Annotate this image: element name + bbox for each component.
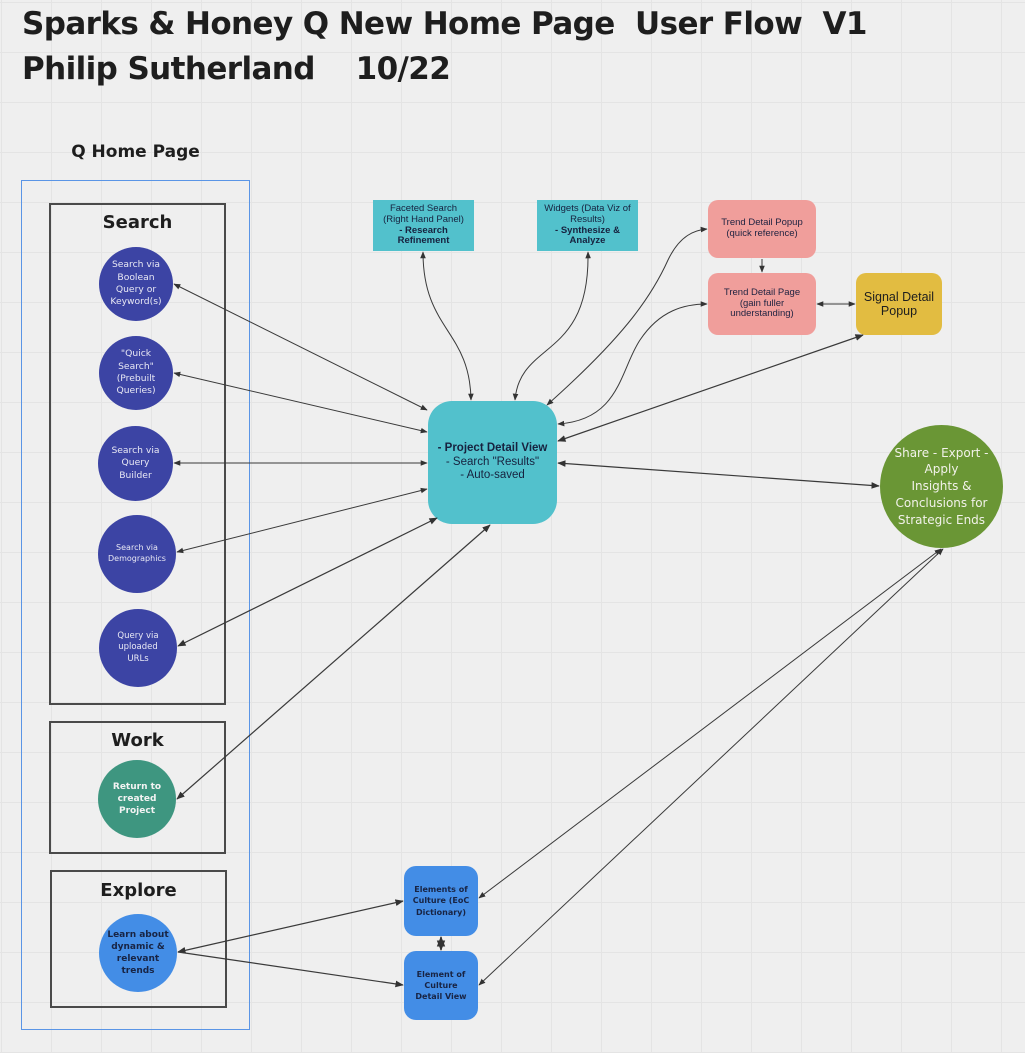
trend-page-line2: (gain fuller bbox=[739, 297, 785, 309]
project-detail-line2: - Search "Results" bbox=[445, 455, 540, 468]
faceted-search-node[interactable]: Faceted Search (Right Hand Panel) - Rese… bbox=[373, 200, 474, 251]
trend-page-line1: Trend Detail Page bbox=[723, 286, 801, 298]
trend-detail-popup-node[interactable]: Trend Detail Popup (quick reference) bbox=[708, 200, 816, 258]
arrow-project-trend-popup bbox=[546, 226, 708, 406]
diagram-title: Sparks & Honey Q New Home Page User Flow… bbox=[22, 6, 867, 42]
home-page-label: Q Home Page bbox=[71, 142, 200, 162]
signal-popup-line2: Popup bbox=[880, 304, 918, 318]
project-detail-bold: - Project Detail View bbox=[437, 441, 548, 454]
uploaded-urls-node[interactable]: Query via uploaded URLs bbox=[99, 609, 177, 687]
eoc-dictionary-node[interactable]: Elements of Culture (EoC Dictionary) bbox=[404, 866, 478, 936]
trend-detail-page-node[interactable]: Trend Detail Page (gain fuller understan… bbox=[708, 273, 816, 335]
search-group bbox=[49, 203, 226, 705]
learn-trends-node[interactable]: Learn about dynamic & relevant trends bbox=[99, 914, 177, 992]
widgets-line2: Results) bbox=[570, 213, 605, 225]
arrow-widgets-project bbox=[512, 251, 591, 401]
faceted-search-bold2: Refinement bbox=[397, 235, 450, 247]
diagram-subtitle: Philip Sutherland 10/22 bbox=[22, 51, 451, 87]
faceted-search-bold1: - Research bbox=[399, 224, 448, 236]
return-to-project-node[interactable]: Return to created Project bbox=[98, 760, 176, 838]
widgets-node[interactable]: Widgets (Data Viz of Results) - Synthesi… bbox=[537, 200, 638, 251]
search-boolean-node[interactable]: Search via Boolean Query or Keyword(s) bbox=[99, 247, 173, 321]
arrow-project-signal bbox=[557, 334, 864, 442]
trend-page-line3: understanding) bbox=[730, 308, 794, 320]
arrow-share-eoc-detail bbox=[478, 548, 944, 986]
quick-search-node[interactable]: "Quick Search" (Prebuilt Queries) bbox=[99, 336, 173, 410]
explore-group-label: Explore bbox=[100, 880, 177, 901]
widgets-bold2: Analyze bbox=[569, 235, 606, 247]
search-group-label: Search bbox=[102, 212, 173, 233]
widgets-line1: Widgets (Data Viz of bbox=[544, 202, 631, 214]
arrow-project-trend-page bbox=[557, 301, 708, 427]
project-detail-line3: - Auto-saved bbox=[460, 469, 525, 482]
trend-popup-line1: Trend Detail Popup bbox=[721, 217, 803, 229]
work-group-label: Work bbox=[111, 730, 164, 751]
demographics-node[interactable]: Search via Demographics bbox=[98, 515, 176, 593]
trend-popup-line2: (quick reference) bbox=[726, 228, 798, 239]
project-detail-view-node[interactable]: - Project Detail View - Search "Results"… bbox=[428, 401, 557, 524]
eoc-detail-view-node[interactable]: Element of Culture Detail View bbox=[404, 951, 478, 1020]
signal-detail-popup-node[interactable]: Signal Detail Popup bbox=[856, 273, 942, 335]
share-export-node[interactable]: Share - Export - Apply Insights & Conclu… bbox=[880, 425, 1003, 548]
faceted-search-line2: (Right Hand Panel) bbox=[383, 213, 464, 225]
faceted-search-line1: Faceted Search bbox=[389, 202, 458, 214]
arrow-project-share bbox=[557, 460, 880, 489]
arrow-faceted-project bbox=[420, 251, 474, 401]
query-builder-node[interactable]: Search via Query Builder bbox=[98, 426, 173, 501]
arrow-share-eoc-dictionary bbox=[478, 548, 942, 899]
signal-popup-line1: Signal Detail bbox=[863, 289, 935, 304]
